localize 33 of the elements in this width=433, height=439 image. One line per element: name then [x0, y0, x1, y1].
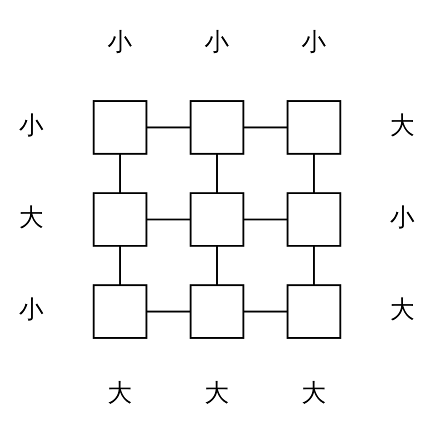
connector	[216, 154, 218, 194]
connector	[118, 246, 120, 286]
label: 小	[204, 27, 229, 56]
node-box	[286, 192, 341, 247]
node-box	[92, 100, 147, 155]
label: 大	[389, 294, 414, 324]
label: 大	[18, 202, 44, 232]
node-box	[92, 192, 147, 247]
label: 大	[204, 378, 229, 408]
connector	[146, 218, 190, 220]
connector	[243, 310, 288, 312]
connector	[146, 126, 190, 128]
label: 小	[389, 202, 414, 232]
node-box	[189, 192, 244, 247]
label: 大	[300, 378, 326, 408]
node-box	[189, 100, 244, 155]
label: 小	[18, 110, 44, 140]
connector	[146, 310, 190, 312]
connector	[312, 246, 314, 286]
connector	[243, 218, 288, 220]
label: 大	[107, 378, 132, 408]
connector	[118, 154, 120, 194]
node-box	[189, 284, 244, 339]
label: 小	[300, 27, 326, 56]
connector	[216, 246, 218, 286]
node-box	[92, 284, 147, 339]
label: 小	[107, 27, 132, 56]
node-box	[286, 284, 341, 339]
connector	[243, 126, 288, 128]
label: 大	[389, 110, 414, 140]
node-box	[286, 100, 341, 155]
connector	[312, 154, 314, 194]
label: 小	[18, 294, 44, 324]
